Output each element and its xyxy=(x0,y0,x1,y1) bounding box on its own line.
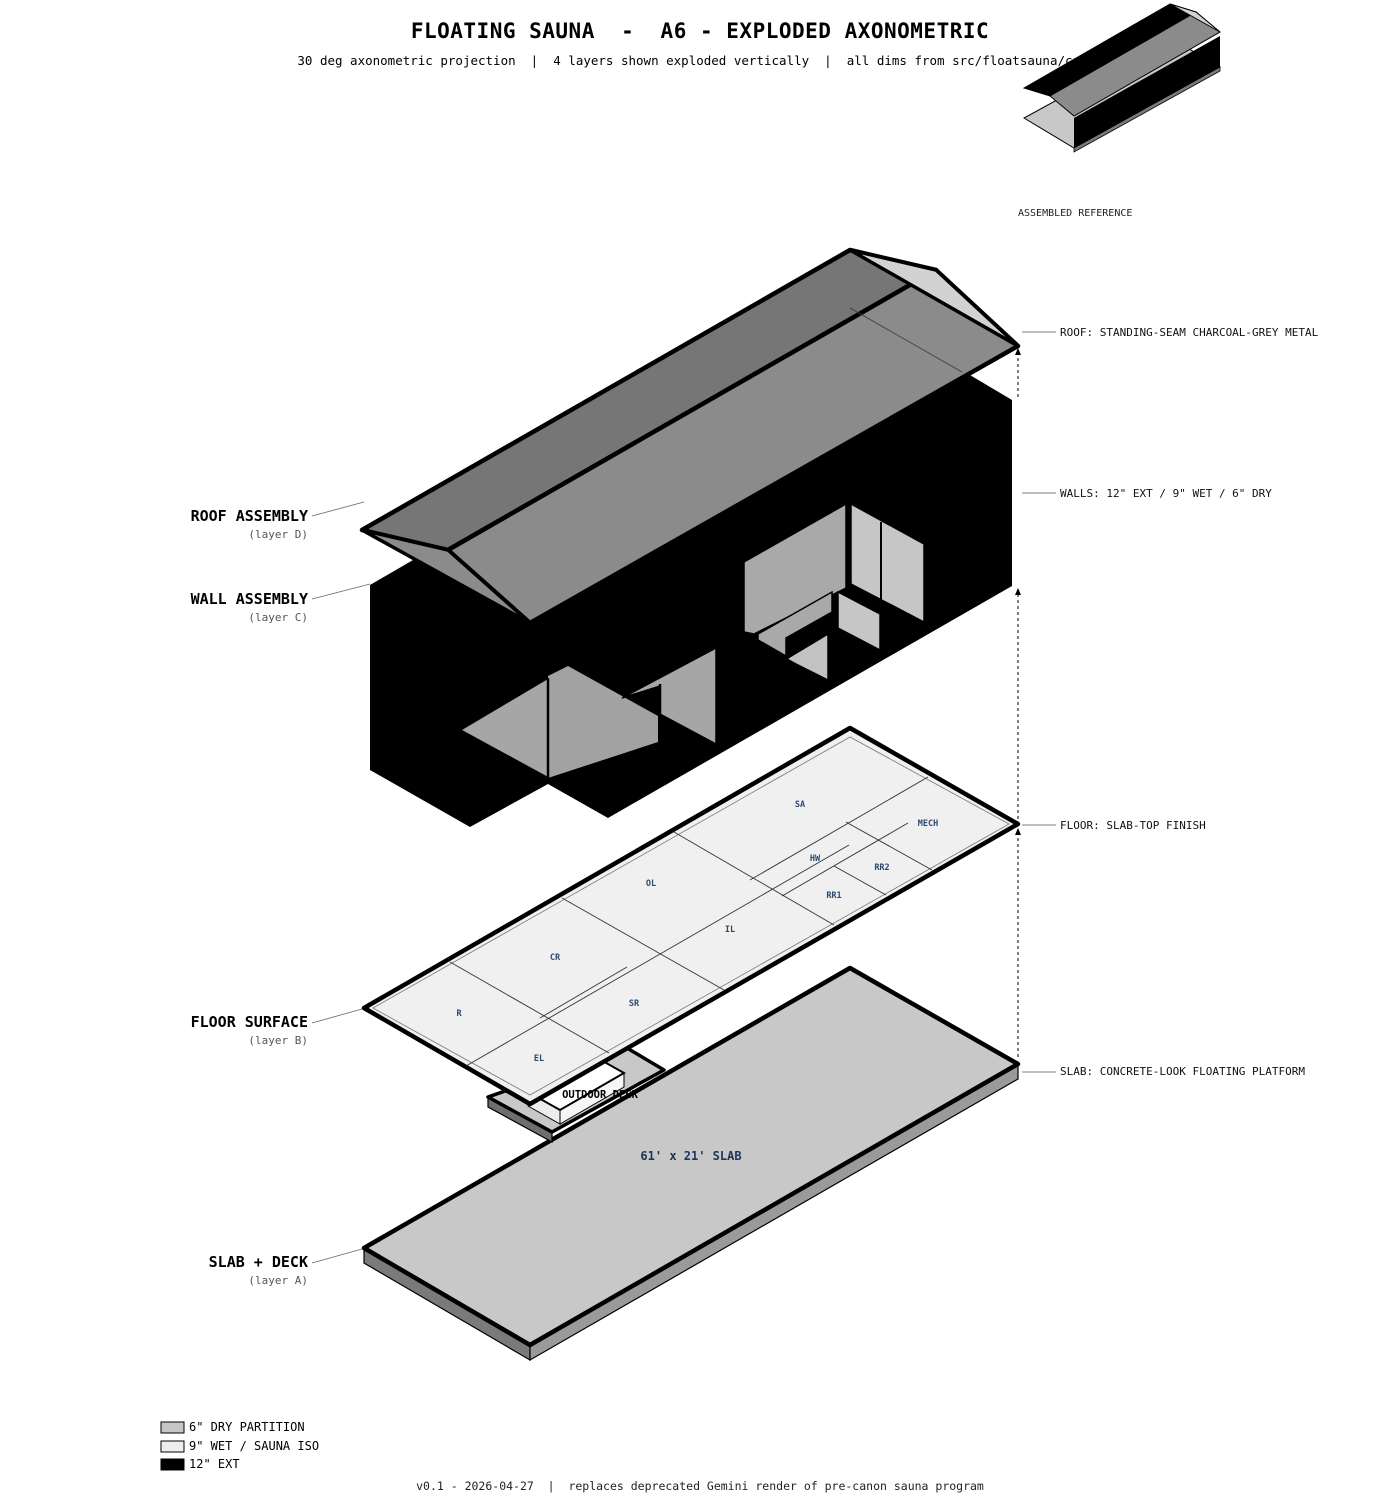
wall-partition-wet xyxy=(837,590,881,652)
sheet-subtitle: 30 deg axonometric projection | 4 layers… xyxy=(297,53,1102,68)
sheet-title: FLOATING SAUNA - A6 - EXPLODED AXONOMETR… xyxy=(411,19,989,43)
room-sa: SA xyxy=(795,800,805,810)
outdoor-deck-label: OUTDOOR DECK xyxy=(562,1089,639,1101)
roof-layer xyxy=(359,247,1021,626)
floor-inner-edge xyxy=(372,736,1010,1096)
floor-layer: SA MECH HW RR2 RR1 OL IL CR SR R EL xyxy=(361,725,1021,1107)
legend-ext-wall: 12" EXT xyxy=(189,1457,240,1471)
room-rr2: RR2 xyxy=(874,863,889,873)
room-ol: OL xyxy=(646,879,656,889)
explosion-arrowheads xyxy=(1015,348,1021,835)
legend-swatch-dry xyxy=(160,1421,185,1434)
room-mech: MECH xyxy=(918,819,938,829)
room-il: IL xyxy=(725,925,735,935)
callout-floor: FLOOR: SLAB-TOP FINISH xyxy=(1060,819,1206,832)
legend-wet-sauna: 9" WET / SAUNA ISO xyxy=(189,1439,319,1453)
legend-dry-partition: 6" DRY PARTITION xyxy=(189,1420,305,1434)
right-callouts: ROOF: STANDING-SEAM CHARCOAL-GREY METAL … xyxy=(1022,326,1319,1078)
floor-room-divisions xyxy=(449,776,933,1067)
layer-d-name: ROOF ASSEMBLY xyxy=(191,507,308,525)
floor-top xyxy=(361,725,1021,1107)
callout-roof: ROOF: STANDING-SEAM CHARCOAL-GREY METAL xyxy=(1060,326,1319,339)
layer-c-name: WALL ASSEMBLY xyxy=(191,590,308,608)
slab-label: 61' x 21' SLAB xyxy=(640,1149,741,1163)
roof-gable-left xyxy=(360,528,532,625)
room-rr1: RR1 xyxy=(826,891,841,901)
layer-labels: ROOF ASSEMBLY (layer D) WALL ASSEMBLY (l… xyxy=(191,501,371,1287)
wall-opening-sill xyxy=(737,630,827,684)
callout-walls: WALLS: 12" EXT / 9" WET / 6" DRY xyxy=(1060,487,1272,500)
wall-opening-mid xyxy=(621,646,717,746)
room-r: R xyxy=(456,1009,462,1019)
room-el: EL xyxy=(534,1054,544,1064)
legend-swatch-ext xyxy=(160,1458,185,1471)
room-cr: CR xyxy=(550,953,561,963)
assembled-reference: ASSEMBLED REFERENCE xyxy=(1018,3,1222,219)
ref-walls xyxy=(1050,36,1220,148)
assembled-reference-label: ASSEMBLED REFERENCE xyxy=(1018,208,1132,219)
ref-gable xyxy=(1169,3,1221,33)
wall-partition-sauna xyxy=(850,502,925,624)
layer-b-sub: (layer B) xyxy=(248,1034,308,1047)
roof-seam xyxy=(849,307,963,373)
room-hw: HW xyxy=(810,854,821,864)
slab-layer: 61' x 21' SLAB OUTDOOR DECK xyxy=(361,965,1021,1362)
layer-b-name: FLOOR SURFACE xyxy=(191,1013,308,1031)
ref-slab-edge xyxy=(1073,66,1221,153)
legend: 6" DRY PARTITION 9" WET / SAUNA ISO 12" … xyxy=(160,1420,319,1471)
callout-slab: SLAB: CONCRETE-LOOK FLOATING PLATFORM xyxy=(1060,1065,1305,1078)
layer-a-sub: (layer A) xyxy=(248,1274,308,1287)
layer-a-name: SLAB + DECK xyxy=(209,1253,308,1271)
footer-note: v0.1 - 2026-04-27 | replaces deprecated … xyxy=(416,1479,984,1493)
wall-opening-left-wall xyxy=(548,666,658,778)
layer-c-sub: (layer C) xyxy=(248,611,308,624)
slab-top xyxy=(361,965,1021,1348)
wall-opening-wet-1 xyxy=(757,590,833,658)
roof-gable-right xyxy=(848,248,1020,348)
room-sr: SR xyxy=(629,999,640,1009)
legend-swatch-wet xyxy=(160,1440,185,1453)
layer-d-sub: (layer D) xyxy=(248,528,308,541)
